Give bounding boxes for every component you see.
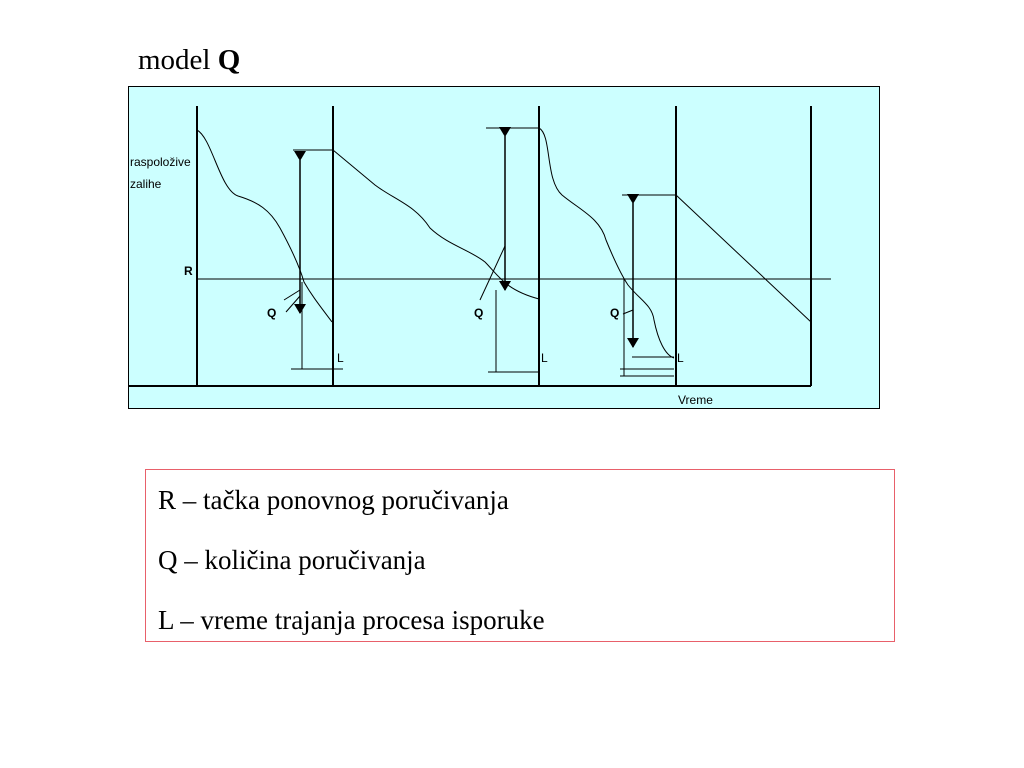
title-prefix: model [138,44,211,76]
page-title: model Q [138,44,240,77]
legend-item-q: Q – količina poručivanja [158,545,426,575]
quantity-arrows [294,127,639,348]
order-quantity-label-1: Q [267,306,276,320]
title-bold: Q [217,44,241,76]
order-quantity-label-3: Q [610,306,619,320]
y-axis-label-line1: raspoložive [130,155,191,169]
lead-time-label-1: L [337,351,344,365]
legend-box: R – tačka ponovnog poručivanja Q – količ… [145,469,895,642]
lead-time-label-2: L [541,351,548,365]
legend-item-r: R – tačka ponovnog poručivanja [158,485,509,515]
y-axis-label-line2: zalihe [130,177,162,191]
label-leaders [283,245,634,315]
reorder-point-label: R [184,264,193,278]
order-quantity-label-2: Q [474,306,483,320]
lead-time-label-3: L [677,351,684,365]
legend-item-l: L – vreme trajanja procesa isporuke [158,605,545,635]
cycle-boundaries [196,106,812,386]
time-axis-label: Vreme [678,393,713,407]
